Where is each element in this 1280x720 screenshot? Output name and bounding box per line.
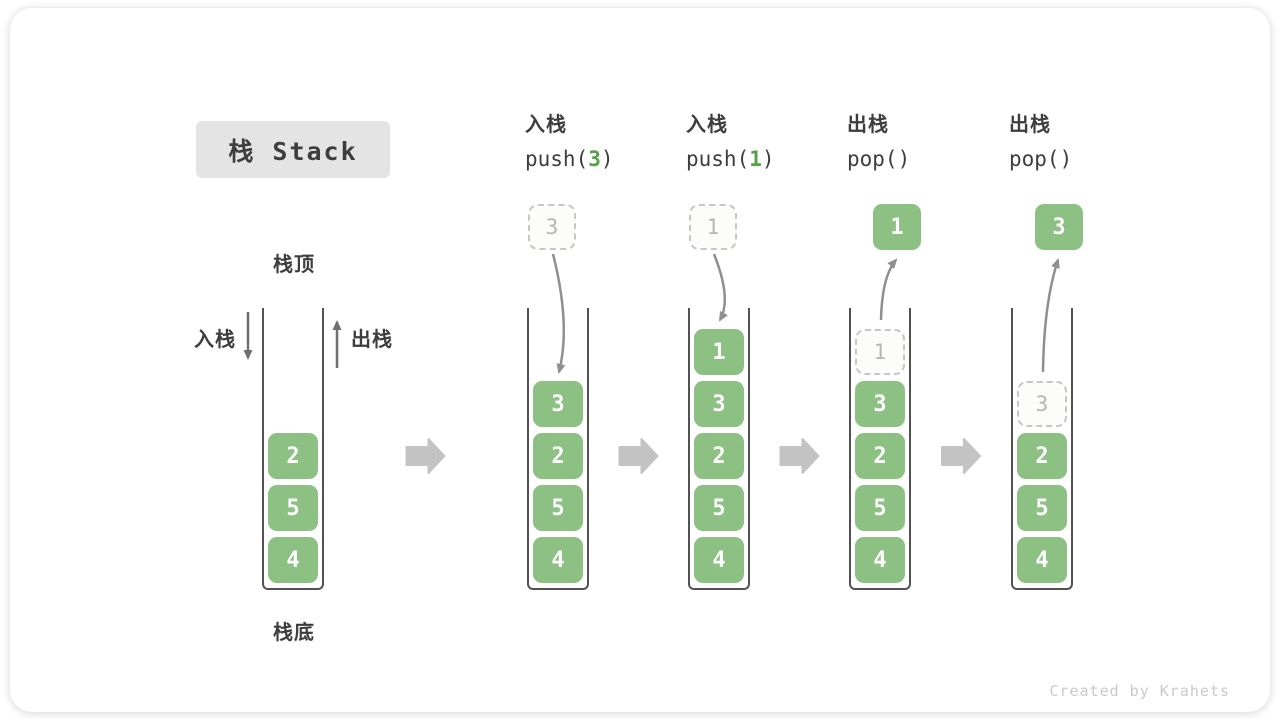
stack-element-box: 4 (855, 537, 905, 583)
stack-element-box: 5 (694, 485, 744, 531)
operation-code: pop() (847, 145, 1007, 173)
stack-element-box: 2 (533, 433, 583, 479)
code-text: ) (600, 147, 614, 171)
stack-element-box: 5 (533, 485, 583, 531)
stack-element-box: 2 (694, 433, 744, 479)
pop-direction-label: 出栈 (351, 327, 393, 351)
stack-element-box: 4 (533, 537, 583, 583)
stack-bottom-label: 栈底 (273, 620, 315, 644)
code-arg: 1 (749, 147, 762, 171)
incoming-value-box: 1 (689, 204, 737, 250)
next-step-arrow-icon (618, 438, 659, 474)
diagram-title-box: 栈 Stack (196, 121, 390, 178)
stack-element-box: 4 (1017, 537, 1067, 583)
operation-label: 入栈 push(1) (686, 110, 846, 173)
incoming-value-box: 3 (528, 204, 576, 250)
operation-code: pop() (1009, 145, 1169, 173)
stack-top-label: 栈顶 (273, 252, 315, 276)
stack-element-box: 4 (268, 537, 318, 583)
next-step-arrow-icon (941, 438, 981, 474)
ghost-slot-box: 1 (855, 329, 905, 375)
code-text: push( (686, 147, 750, 171)
stack-element-box: 3 (855, 381, 905, 427)
code-text: pop() (847, 147, 911, 171)
operation-label: 出栈 pop() (847, 110, 1007, 173)
stack-element-box: 2 (1017, 433, 1067, 479)
next-step-arrow-icon (405, 438, 446, 474)
operation-label: 入栈 push(3) (525, 110, 685, 173)
popped-value-box: 3 (1035, 204, 1083, 250)
operation-name: 入栈 (686, 112, 728, 136)
operation-name: 出栈 (847, 112, 889, 136)
stack-element-box: 2 (855, 433, 905, 479)
code-text: ) (761, 147, 775, 171)
stack-element-box: 5 (268, 485, 318, 531)
operation-name: 出栈 (1009, 112, 1051, 136)
operation-label: 出栈 pop() (1009, 110, 1169, 173)
credit-text: Created by Krahets (1049, 682, 1230, 700)
next-step-arrow-icon (779, 438, 820, 474)
stack-element-box: 5 (1017, 485, 1067, 531)
code-text: push( (525, 147, 589, 171)
operation-name: 入栈 (525, 112, 567, 136)
popped-value-box: 1 (873, 204, 921, 250)
code-arg: 3 (588, 147, 601, 171)
stack-element-box: 4 (694, 537, 744, 583)
push-direction-label: 入栈 (194, 327, 236, 351)
operation-code: push(1) (686, 145, 846, 173)
operation-code: push(3) (525, 145, 685, 173)
stack-element-box: 3 (533, 381, 583, 427)
stack-element-box: 3 (694, 381, 744, 427)
stack-element-box: 5 (855, 485, 905, 531)
stack-element-box: 2 (268, 433, 318, 479)
ghost-slot-box: 3 (1017, 381, 1067, 427)
diagram-title: 栈 Stack (228, 136, 358, 166)
stack-element-box: 1 (694, 329, 744, 375)
code-text: pop() (1009, 147, 1073, 171)
